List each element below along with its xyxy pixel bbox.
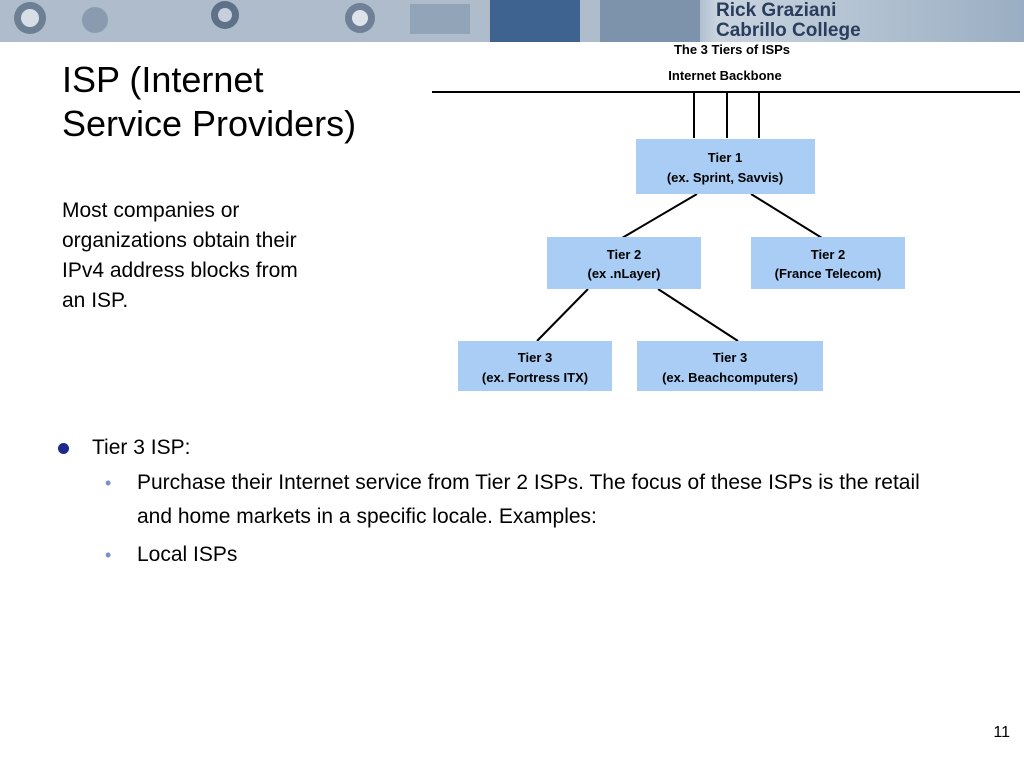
bullet-list: Tier 3 ISP: • Purchase their Internet se…	[58, 434, 958, 572]
node-tier3a-example: (ex. Fortress ITX)	[482, 370, 588, 385]
node-tier2-france-telecom: Tier 2 (France Telecom)	[751, 237, 905, 289]
node-tier3-fortress: Tier 3 (ex. Fortress ITX)	[458, 341, 612, 391]
node-tier1: Tier 1 (ex. Sprint, Savvis)	[636, 139, 815, 194]
bullet-item: Tier 3 ISP:	[58, 434, 958, 462]
bullet-main-text: Tier 3 ISP:	[92, 436, 191, 459]
node-tier1-label: Tier 1	[708, 150, 742, 165]
diagram-title: The 3 Tiers of ISPs	[674, 42, 790, 57]
banner-name: Rick Graziani Cabrillo College	[716, 1, 926, 41]
link-tier2a-tier3b	[657, 288, 739, 342]
banner-photo-strip	[0, 0, 700, 42]
sub-bullet-item: • Purchase their Internet service from T…	[58, 466, 958, 534]
node-tier2b-example: (France Telecom)	[775, 266, 882, 281]
slide-number: 11	[993, 724, 1010, 741]
sub-bullet-dot-icon: •	[105, 545, 112, 565]
sub-bullet-dot-icon: •	[105, 473, 112, 493]
sub-bullet-text: Purchase their Internet service from Tie…	[137, 471, 920, 528]
link-tier1-tier2a	[621, 193, 698, 239]
node-tier3b-example: (ex. Beachcomputers)	[662, 370, 798, 385]
bullet-dot-icon	[58, 443, 69, 454]
node-tier2a-example: (ex .nLayer)	[588, 266, 661, 281]
node-tier2b-label: Tier 2	[811, 247, 845, 262]
header-banner: Rick Graziani Cabrillo College	[0, 0, 1024, 42]
title-line1: ISP (Internet	[62, 59, 264, 100]
node-tier3b-label: Tier 3	[713, 350, 747, 365]
title-line2: Service Providers)	[62, 103, 357, 144]
backbone-label: Internet Backbone	[668, 68, 781, 83]
banner-name-line2: Cabrillo College	[716, 20, 861, 41]
node-tier2a-label: Tier 2	[607, 247, 641, 262]
link-tier2a-tier3a	[536, 288, 589, 342]
sub-bullet-item: • Local ISPs	[58, 538, 958, 572]
isp-tier-diagram: The 3 Tiers of ISPs Internet Backbone Ti…	[432, 42, 1020, 391]
page-title: ISP (Internet Service Providers)	[62, 58, 422, 146]
banner-name-line1: Rick Graziani	[716, 0, 837, 21]
node-tier3-beachcomputers: Tier 3 (ex. Beachcomputers)	[637, 341, 823, 391]
node-tier2-nlayer: Tier 2 (ex .nLayer)	[547, 237, 701, 289]
link-tier1-tier2b	[750, 193, 823, 239]
node-tier1-example: (ex. Sprint, Savvis)	[667, 170, 783, 185]
slide-description: Most companies or organizations obtain t…	[62, 199, 298, 312]
sub-bullet-text: Local ISPs	[137, 543, 238, 566]
node-tier3a-label: Tier 3	[518, 350, 552, 365]
